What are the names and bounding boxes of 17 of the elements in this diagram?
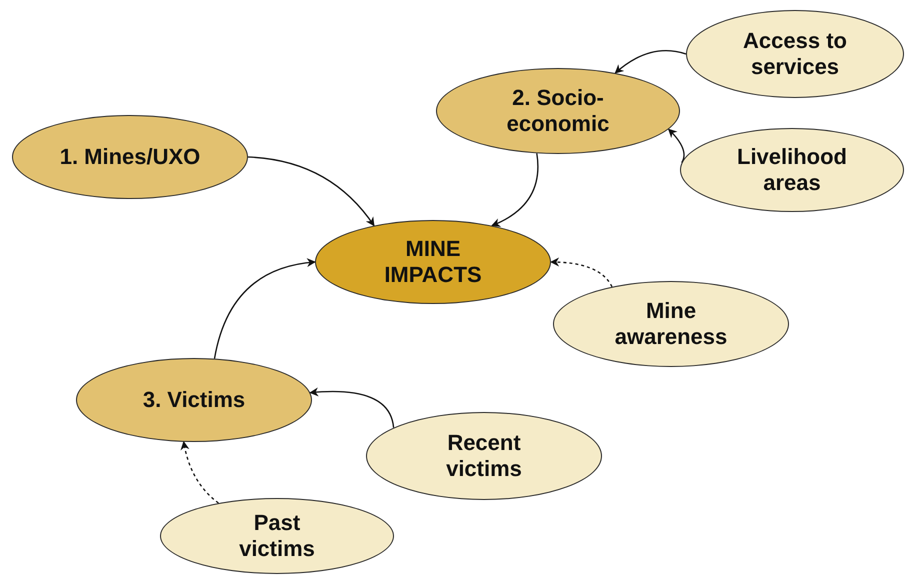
dotted-arrow <box>180 440 219 504</box>
dotted-arrow <box>550 258 613 288</box>
curved-arrow <box>214 258 316 359</box>
node-label: Mine awareness <box>614 298 728 350</box>
node-label: 3. Victims <box>142 386 246 414</box>
curved-arrow <box>248 156 375 226</box>
curved-arrow <box>614 50 686 74</box>
node-label: 1. Mines/UXO <box>58 144 202 170</box>
node-label: Access to services <box>742 28 848 80</box>
node-label: 2. Socio-economic <box>506 84 610 138</box>
node-label: MINE IMPACTS <box>383 236 483 288</box>
node-label: Recent victims <box>445 430 523 482</box>
node-label: Past victims <box>238 510 316 562</box>
curved-arrow <box>309 388 394 428</box>
node-label: Livelihood areas <box>736 144 848 196</box>
curved-arrow <box>668 128 685 164</box>
curved-arrow <box>491 153 538 226</box>
